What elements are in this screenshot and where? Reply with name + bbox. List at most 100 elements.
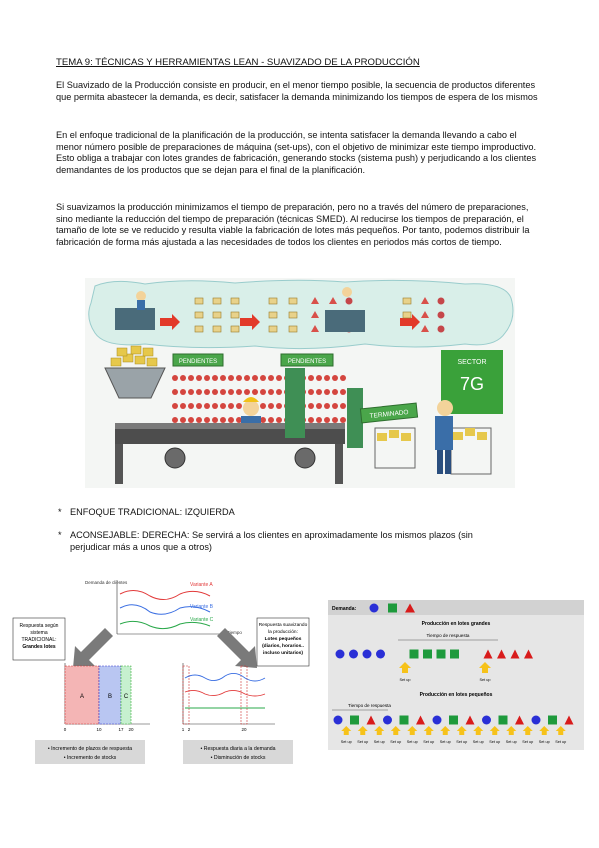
- setup-arrow-icon: [440, 726, 451, 735]
- tick-right-0: 1: [182, 727, 185, 732]
- square-item: [436, 649, 446, 659]
- square-item: [548, 715, 557, 725]
- sign-pendientes-1: PENDIENTES: [179, 359, 217, 365]
- box-left-line2: sistema: [30, 630, 47, 636]
- setup-arrow-icon: [374, 726, 385, 735]
- paragraph-1: El Suavizado de la Producción consiste e…: [56, 80, 538, 102]
- triangle-item: [564, 715, 574, 725]
- bullet-star: *: [58, 530, 62, 540]
- tick-right-1: 2: [188, 727, 191, 732]
- circle-item: [335, 649, 345, 659]
- title-big-batches: Producción en lotes grandes: [422, 621, 491, 627]
- box-right-line2: la producción:: [268, 629, 298, 635]
- box-right-line5: incluso unitarios): [263, 650, 303, 656]
- setup-label: Set up: [555, 740, 566, 744]
- bullet-traditional: * ENFOQUE TRADICIONAL: IZQUIERDA: [58, 507, 538, 519]
- note-left-2: • Incremento de stocks: [64, 755, 117, 761]
- variante-a-label: Variante A: [190, 582, 213, 588]
- variante-b-label: Variante B: [190, 604, 214, 610]
- sector-code: 7G: [460, 374, 484, 394]
- traditional-vs-smoothed-figure: Demanda de clientes Variante A Variante …: [5, 578, 310, 768]
- note-right-1: • Respuesta diaria a la demanda: [200, 746, 275, 752]
- setup-label: Set up: [357, 740, 368, 744]
- bullet-recommended: * ACONSEJABLE: DERECHA: Se servirá a los …: [58, 530, 538, 553]
- setup-arrow-icon: [479, 662, 491, 673]
- square-item: [423, 649, 432, 659]
- triangle-item: [510, 649, 520, 659]
- setup-label: Set up: [456, 740, 467, 744]
- tiempo-respuesta-1: Tiempo de respuesta: [427, 633, 470, 638]
- setup-arrow-icon: [555, 726, 566, 735]
- paragraph-3: Si suavizamos la producción minimizamos …: [56, 202, 530, 247]
- circle-item: [482, 715, 491, 725]
- box-right-line1: Respuesta suavizando: [259, 622, 308, 628]
- box-left-line3: TRADICIONAL:: [21, 637, 56, 643]
- square-item: [409, 649, 419, 659]
- setup-label: Set up: [374, 740, 385, 744]
- setup-label: Set up: [341, 740, 352, 744]
- circle-item: [531, 715, 541, 725]
- square-item: [350, 715, 359, 725]
- bar-b-label: B: [108, 694, 112, 700]
- sign-pendientes-2: PENDIENTES: [288, 359, 326, 365]
- demanda-label: Demanda de clientes: [85, 580, 128, 585]
- setup-arrow-icon: [489, 726, 500, 735]
- bar-a-label: A: [80, 694, 84, 700]
- setup-arrow-icon: [539, 726, 550, 735]
- circle-item: [432, 715, 442, 725]
- triangle-item: [465, 715, 475, 725]
- setup-label: Set up: [400, 678, 411, 682]
- setup-arrow-icon: [423, 726, 434, 735]
- setup-arrow-icon: [399, 662, 411, 673]
- tick-left-1: 10: [96, 727, 102, 732]
- circle-item: [383, 715, 392, 725]
- box-left-line1: Respuesta según: [20, 623, 59, 629]
- circle-item: [362, 649, 372, 659]
- note-left-1: • Incremento de plazos de respuesta: [48, 746, 132, 752]
- circle-item: [376, 649, 385, 659]
- square-item: [498, 715, 508, 725]
- demanda-legend: Demanda:: [332, 606, 357, 612]
- box-right-line3: Lotes pequeños: [265, 636, 302, 642]
- setup-label: Set up: [407, 740, 418, 744]
- setup-arrow-icon: [473, 726, 484, 735]
- tick-left-3: 20: [128, 727, 134, 732]
- bullet-recommended-text-2: perjudicar más a unos que a otros): [70, 541, 212, 552]
- square-item: [399, 715, 409, 725]
- setup-arrow-icon: [407, 726, 418, 735]
- tiempo-label: Tiempo: [227, 630, 242, 635]
- triangle-item: [416, 715, 425, 725]
- triangle-item: [497, 649, 506, 659]
- factory-illustration: PENDIENTES PENDIENTES TERMINADO SECTOR 7…: [85, 278, 515, 488]
- triangle-item: [515, 715, 524, 725]
- setup-label: Set up: [506, 740, 517, 744]
- batch-size-figure: Demanda: Producción en lotes grandes Tie…: [328, 600, 584, 750]
- sign-terminado: TERMINADO: [369, 409, 409, 420]
- variante-c-label: Variante C: [190, 617, 214, 623]
- page-title: TEMA 9: TÉCNICAS Y HERRAMIENTAS LEAN - S…: [56, 57, 420, 68]
- setup-label: Set up: [473, 740, 484, 744]
- title-small-batches: Producción en lotes pequeños: [420, 692, 493, 698]
- bullet-recommended-text-1: ACONSEJABLE: DERECHA: Se servirá a los c…: [70, 530, 473, 540]
- setup-arrow-icon: [456, 726, 467, 735]
- setup-label: Set up: [522, 740, 533, 744]
- setup-label: Set up: [423, 740, 434, 744]
- bullet-star: *: [58, 507, 62, 517]
- sector-label: SECTOR: [457, 359, 486, 366]
- tiempo-respuesta-2: Tiempo de respuesta: [348, 703, 391, 708]
- bullet-traditional-text: ENFOQUE TRADICIONAL: IZQUIERDA: [70, 507, 235, 517]
- triangle-item: [483, 649, 493, 659]
- tick-left-0: 0: [64, 727, 67, 732]
- triangle-item: [366, 715, 376, 725]
- setup-arrow-icon: [522, 726, 533, 735]
- setup-label: Set up: [489, 740, 500, 744]
- setup-label: Set up: [480, 678, 491, 682]
- setup-arrow-icon: [357, 726, 368, 735]
- paragraph-2: En el enfoque tradicional de la planific…: [56, 130, 537, 175]
- tick-left-2: 17: [118, 727, 124, 732]
- note-right-2: • Disminución de stocks: [211, 755, 266, 761]
- setup-label: Set up: [440, 740, 451, 744]
- box-left-line4: Grandes lotes: [22, 644, 56, 650]
- circle-item: [333, 715, 343, 725]
- setup-arrow-icon: [341, 726, 352, 735]
